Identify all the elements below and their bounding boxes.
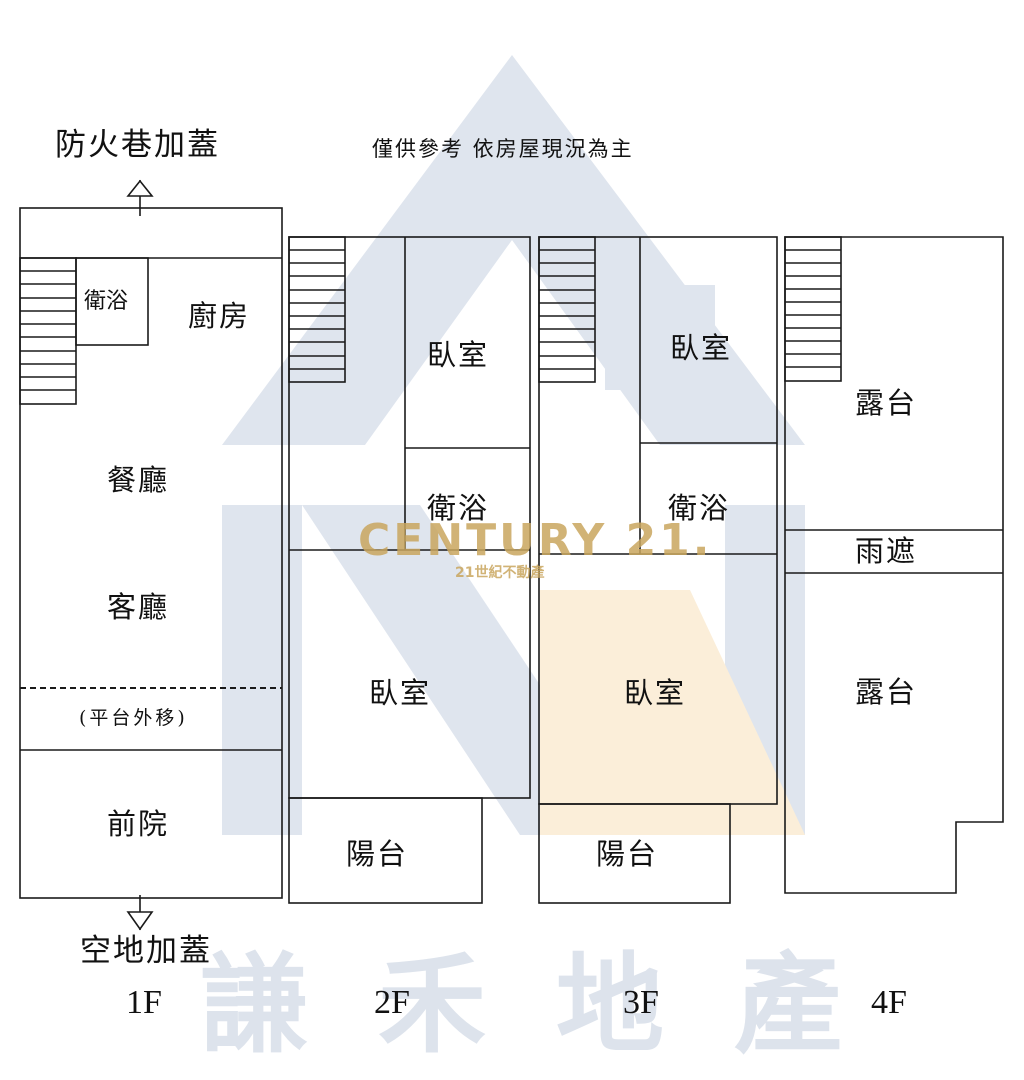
company-watermark: 謙禾地產 [200,943,913,1068]
floor-1-label: 1F [126,984,162,1021]
arrow-down-icon [126,895,154,931]
floor-2-stairs [288,236,346,383]
f2-bedroom-top-label: 臥室 [427,338,490,372]
brand-watermark-sub: 21世紀不動產 [455,565,545,581]
watermark-window-3 [605,345,655,390]
f1-living-label: 客廳 [107,590,170,624]
brand-watermark: CENTURY 21. [358,515,713,566]
f1-front-yard-label: 前院 [107,807,170,841]
f1-bath-label: 衛浴 [84,289,129,314]
floor-1-stairs [19,257,77,405]
watermark-window-1 [605,285,655,335]
f3-bedroom-top-label: 臥室 [670,331,733,365]
floor-2-label: 2F [374,984,410,1021]
f3-bedroom-bottom-label: 臥室 [624,676,687,710]
bottom-extension-label: 空地加蓋 [80,933,212,969]
f2-bedroom-bottom-label: 臥室 [369,676,432,710]
floor-2-outline [288,236,531,904]
f2-bath-label: 衛浴 [427,491,490,525]
f3-balcony-label: 陽台 [596,837,659,871]
arrow-up-icon [126,179,154,216]
top-extension-label: 防火巷加蓋 [55,127,220,163]
floor-3-outline [538,236,778,904]
watermark-window-2 [665,285,715,335]
f1-dining-label: 餐廳 [107,463,170,497]
floor-3-label: 3F [623,984,659,1021]
f4-terrace-bottom-label: 露台 [855,675,918,709]
watermark-window-4 [665,345,715,390]
floor-4-stairs [784,236,842,382]
f3-bath-label: 衛浴 [668,491,731,525]
f4-canopy-label: 雨遮 [855,534,918,568]
f2-balcony-label: 陽台 [346,837,409,871]
f4-terrace-top-label: 露台 [855,386,918,420]
disclaimer-note: 僅供參考 依房屋現況為主 [372,137,634,161]
f1-kitchen-label: 廚房 [188,299,251,333]
floor-4-label: 4F [871,984,907,1021]
watermark-accent [540,590,805,835]
f1-platform-label: (平台外移) [79,707,188,729]
floor-4-outline [784,236,1004,894]
floor-3-stairs [538,236,596,383]
watermark-roof [222,55,805,445]
